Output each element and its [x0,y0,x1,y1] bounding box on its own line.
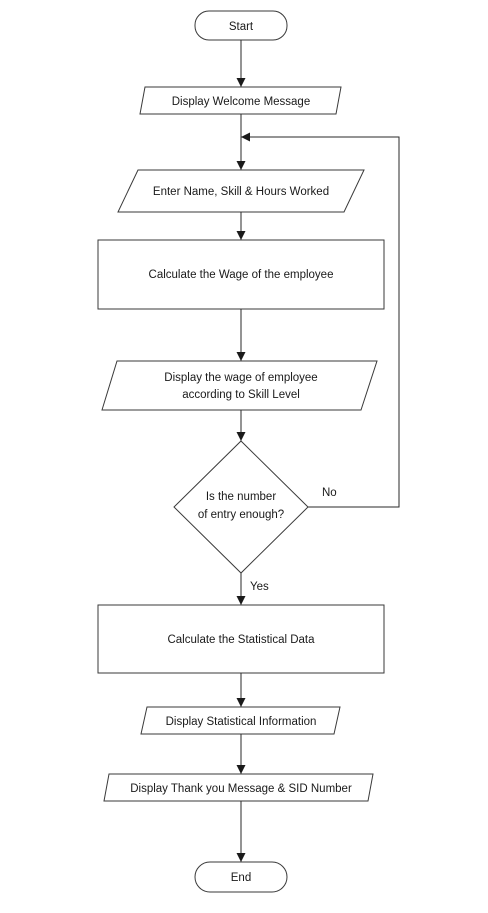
thank-you-label: Display Thank you Message & SID Number [130,783,352,795]
input-node: Enter Name, Skill & Hours Worked [117,169,365,213]
no-label: No [322,487,337,499]
yes-label: Yes [250,581,269,593]
start-node: Start [194,10,288,41]
end-label: End [231,872,251,884]
calc-wage-node: Calculate the Wage of the employee [97,239,385,310]
display-wage-label-line1: Display the wage of employee [164,372,317,384]
calc-stats-node: Calculate the Statistical Data [97,604,385,674]
input-label: Enter Name, Skill & Hours Worked [153,186,329,198]
arrow-no-loop [241,132,400,508]
display-stats-node: Display Statistical Information [140,706,341,735]
decision-node: Is the number of entry enough? [173,440,309,574]
thank-you-node: Display Thank you Message & SID Number [103,773,374,802]
decision-label-line2: of entry enough? [198,509,284,521]
display-wage-node: Display the wage of employee according t… [101,360,378,411]
display-stats-label: Display Statistical Information [166,716,317,728]
calc-stats-label: Calculate the Statistical Data [167,634,315,646]
welcome-node: Display Welcome Message [139,86,342,115]
end-node: End [194,861,288,893]
welcome-label: Display Welcome Message [172,96,310,108]
start-label: Start [229,21,254,33]
decision-label-line1: Is the number [206,491,276,503]
display-wage-label-line2: according to Skill Level [182,389,300,401]
calc-wage-label: Calculate the Wage of the employee [149,269,334,281]
